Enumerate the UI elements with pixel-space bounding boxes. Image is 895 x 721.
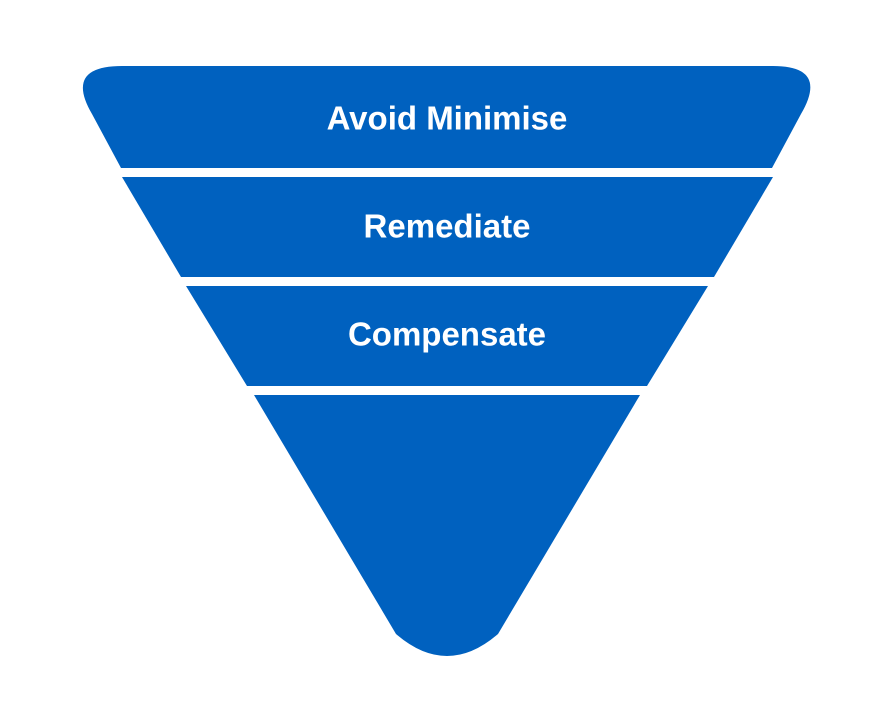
tier-remediate: Remediate xyxy=(122,177,773,277)
tier-compensate-label: Compensate xyxy=(348,316,546,353)
tier-compensate-shape xyxy=(186,286,708,386)
tier-remediate-shape xyxy=(122,177,773,277)
tier-avoid-minimise: Avoid Minimise xyxy=(82,66,811,168)
tier-remediate-label: Remediate xyxy=(364,208,531,245)
tier-avoid-minimise-label: Avoid Minimise xyxy=(327,100,568,137)
tier-bottom-shape xyxy=(254,395,640,656)
tier-bottom xyxy=(254,395,640,656)
tier-avoid-minimise-shape xyxy=(82,66,811,168)
tier-compensate: Compensate xyxy=(186,286,708,386)
